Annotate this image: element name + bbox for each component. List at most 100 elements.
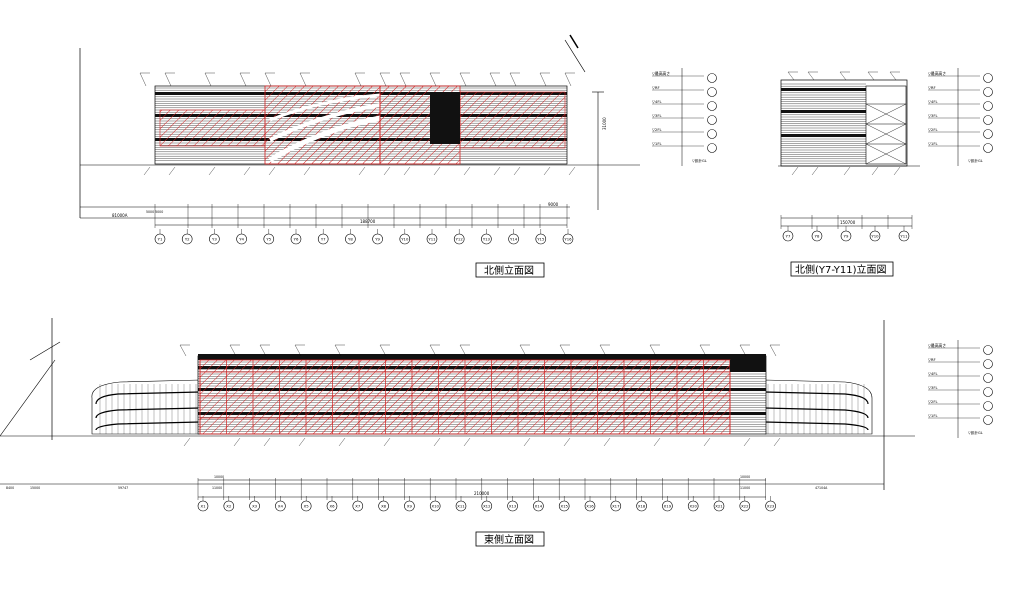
- grid-label: Y10: [401, 237, 409, 242]
- grid-bubble: [249, 500, 260, 512]
- level-bubble: [707, 73, 717, 83]
- leader-line: [204, 72, 212, 87]
- leader-line: [459, 72, 467, 87]
- grid-label: Y1: [158, 237, 163, 242]
- leader-line: [559, 344, 567, 357]
- grid-bubble: [662, 500, 673, 512]
- north-building-body: [154, 85, 568, 165]
- grid-bubble: [584, 500, 596, 512]
- leader-line: [867, 71, 875, 81]
- north-right-dim: 9000: [548, 202, 559, 207]
- level-bubble: [983, 415, 993, 425]
- leader-line: [564, 72, 572, 87]
- leader-line-bottom: [871, 166, 879, 176]
- level-bubble: [983, 387, 993, 397]
- leader-line: [379, 72, 387, 87]
- north-part-title: 北側(Y7-Y11)立面図: [795, 263, 887, 276]
- leader-line-bottom: [843, 166, 851, 176]
- grid-label: Y16: [564, 237, 572, 242]
- level-label: ▽最高高さ: [928, 71, 946, 76]
- leader-line: [164, 72, 172, 87]
- grid-label: Y8: [348, 237, 353, 242]
- grid-bubble: [739, 500, 751, 512]
- east-elevation: 210000 10000 11000 11000 10000 8400 1500…: [0, 318, 915, 547]
- leader-line-bottom: [208, 166, 216, 176]
- level-label: ▽1FL: [928, 141, 939, 146]
- east-building-body: [197, 354, 767, 435]
- grid-label: Y2: [185, 237, 190, 242]
- leader-line: [539, 72, 547, 87]
- grid-label: Y11: [428, 237, 436, 242]
- leader-line-bottom: [233, 437, 241, 447]
- grid-bubble: [352, 500, 364, 512]
- north-level-legend: ▽最高高さ▽RF▽4FL▽3FL▽2FL▽1FL▽設計GL: [652, 68, 717, 166]
- east-dimension-strip: 210000 10000 11000 11000 10000 8400 1500…: [0, 475, 884, 500]
- grid-bubble: [197, 500, 209, 512]
- north-part-total-dim: 150700: [840, 220, 856, 225]
- grid-bubble: [154, 233, 166, 245]
- leader-line-bottom: [143, 166, 151, 176]
- level-bubble: [983, 73, 993, 83]
- level-bubble: [983, 143, 993, 153]
- level-bubble: [707, 129, 717, 139]
- grid-bubble: [378, 500, 389, 512]
- leader-line: [699, 344, 707, 357]
- floor-slab-band: [781, 110, 866, 113]
- grid-bubble: [426, 233, 438, 245]
- leader-line-bottom: [298, 437, 306, 447]
- leader-line: [334, 344, 342, 357]
- leader-line-bottom: [773, 437, 781, 447]
- grid-bubble: [811, 230, 823, 242]
- leader-line: [354, 72, 362, 87]
- east-left-ramp: [91, 379, 201, 435]
- level-bubble: [983, 101, 993, 111]
- east-left-dim-1: 8400: [6, 486, 14, 490]
- level-label: ▽2FL: [928, 399, 939, 404]
- leader-line-bottom: [653, 437, 661, 447]
- level-label: ▽3FL: [928, 113, 939, 118]
- leader-line-bottom: [523, 437, 531, 447]
- grid-bubble: [263, 233, 275, 245]
- level-label: ▽3FL: [652, 113, 663, 118]
- grid-label: Y7: [786, 234, 791, 239]
- leader-line: [519, 344, 527, 357]
- east-sub-dim-4: 10000: [740, 475, 750, 479]
- east-sub-dim-1: 10000: [214, 475, 224, 479]
- leader-line-bottom: [433, 437, 441, 447]
- level-label: ▽最高高さ: [652, 71, 670, 76]
- leader-line: [229, 344, 237, 357]
- grid-label: X11: [457, 504, 465, 509]
- grid-bubble: [687, 500, 699, 512]
- level-label: ▽1FL: [652, 141, 663, 146]
- grid-bubble: [782, 230, 794, 242]
- grid-bubble: [317, 233, 329, 245]
- level-bubble: [983, 359, 993, 369]
- grid-bubble: [533, 500, 544, 512]
- grid-label: Y14: [510, 237, 518, 242]
- grid-bubble: [481, 500, 493, 512]
- leader-line-bottom: [303, 166, 311, 176]
- leader-line-bottom: [513, 166, 521, 176]
- east-total-dim: 210000: [474, 491, 490, 496]
- leader-line: [787, 71, 795, 81]
- grid-bubble: [562, 233, 574, 245]
- east-leader-annotations: [179, 344, 781, 447]
- floor-slab-band: [781, 134, 866, 137]
- level-bubble: [983, 129, 993, 139]
- leader-line: [509, 72, 517, 87]
- grid-bubble: [404, 500, 415, 512]
- grid-label: Y12: [456, 237, 464, 242]
- grid-label: X12: [483, 504, 491, 509]
- leader-line: [599, 344, 607, 357]
- east-level-legend: ▽最高高さ▽RF▽4FL▽3FL▽2FL▽1FL▽設計GL: [928, 340, 993, 438]
- leader-line-bottom: [743, 437, 751, 447]
- grid-label: X9: [407, 504, 413, 509]
- grid-label: X6: [329, 504, 335, 509]
- grid-label: Y9: [375, 237, 380, 242]
- grid-label: Y13: [483, 237, 491, 242]
- grid-label: Y5: [266, 237, 271, 242]
- level-bubble: [707, 101, 717, 111]
- grid-label: X22: [741, 504, 749, 509]
- level-bubble: [707, 115, 717, 125]
